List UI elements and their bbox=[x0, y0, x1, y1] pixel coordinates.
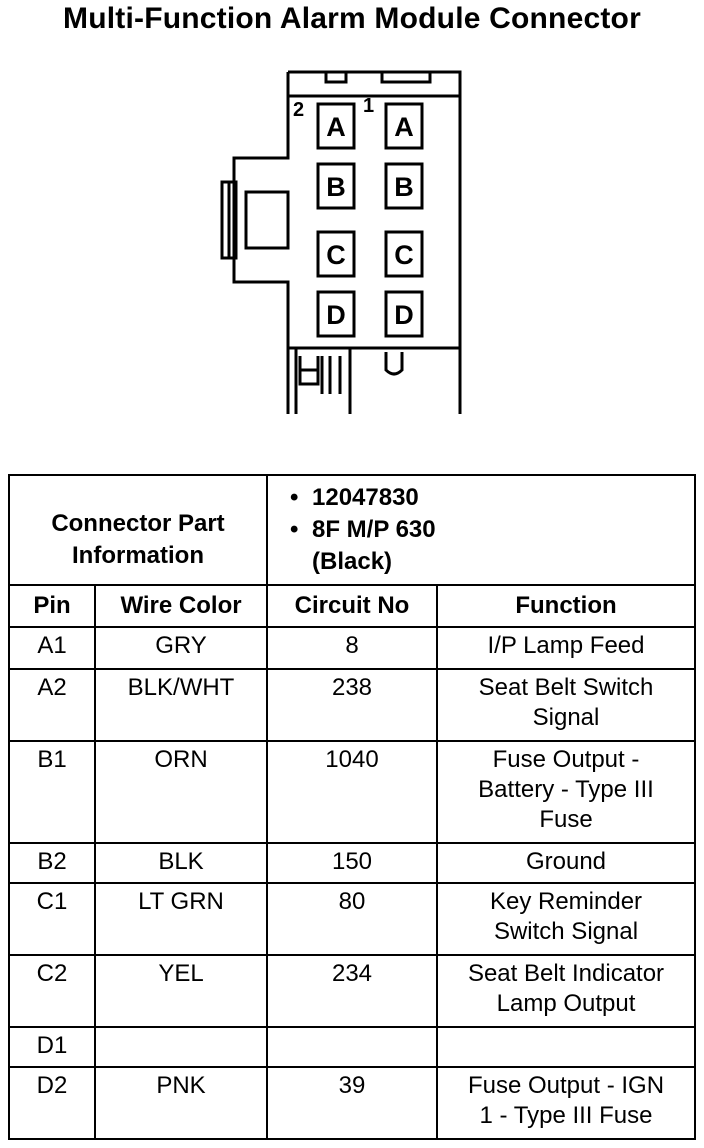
pin-cell: B1 bbox=[8, 740, 96, 844]
bullet-icon: • bbox=[290, 516, 299, 543]
pin-cell: D2 bbox=[8, 1066, 96, 1140]
wire-color-cell: BLK/WHT bbox=[94, 668, 268, 742]
pin-cavity-b2 bbox=[316, 162, 356, 210]
column-label-2: 2 bbox=[293, 99, 304, 121]
connector-housing bbox=[232, 94, 462, 350]
part-number: • 12047830 bbox=[290, 482, 694, 514]
circuit-cell: 39 bbox=[266, 1066, 438, 1140]
pin-label-a2: A bbox=[326, 112, 346, 142]
circuit-cell: 80 bbox=[266, 882, 438, 956]
function-cell: Fuse Output - Battery - Type III Fuse bbox=[436, 740, 696, 844]
header-pin: Pin bbox=[8, 584, 96, 628]
pin-cell: C2 bbox=[8, 954, 96, 1028]
part-info-row: Connector Part Information • 12047830 • … bbox=[8, 474, 696, 586]
pin-cell: A2 bbox=[8, 668, 96, 742]
pin-label-b1: B bbox=[394, 172, 414, 202]
pin-label-d1: D bbox=[394, 300, 414, 330]
pin-label-c1: C bbox=[394, 240, 414, 270]
circuit-cell bbox=[266, 1026, 438, 1068]
circuit-cell: 150 bbox=[266, 842, 438, 884]
wire-color-cell: BLK bbox=[94, 842, 268, 884]
connector-bottom-tab-mid bbox=[320, 356, 342, 394]
table-row: B1 ORN 1040 Fuse Output - Battery - Type… bbox=[8, 740, 696, 844]
column-label-1: 1 bbox=[363, 95, 374, 117]
pin-cavity-b1 bbox=[384, 162, 424, 210]
part-family: • 8F M/P 630 (Black) bbox=[290, 514, 694, 578]
pin-label-a1: A bbox=[394, 112, 414, 142]
table-row: B2 BLK 150 Ground bbox=[8, 842, 696, 884]
connector-top-lip bbox=[286, 70, 462, 96]
function-cell bbox=[436, 1026, 696, 1068]
table-row: D1 bbox=[8, 1026, 696, 1068]
table-row: C2 YEL 234 Seat Belt Indicator Lamp Outp… bbox=[8, 954, 696, 1028]
function-cell: Seat Belt Switch Signal bbox=[436, 668, 696, 742]
diagram-title: Multi-Function Alarm Module Connector bbox=[63, 2, 641, 35]
table-row: A1 GRY 8 I/P Lamp Feed bbox=[8, 626, 696, 670]
pin-cell: B2 bbox=[8, 842, 96, 884]
part-info-label-text: Connector Part Information bbox=[51, 510, 225, 569]
pin-cavity-c1 bbox=[384, 230, 424, 278]
header-function: Function bbox=[436, 584, 696, 628]
pin-cell: D1 bbox=[8, 1026, 96, 1068]
header-wire-color: Wire Color bbox=[94, 584, 268, 628]
pin-cavity-d2 bbox=[316, 290, 356, 338]
table-header-row: Pin Wire Color Circuit No Function bbox=[8, 584, 696, 628]
part-color: (Black) bbox=[312, 548, 393, 575]
part-info-label: Connector Part Information bbox=[8, 474, 268, 586]
table-row: A2 BLK/WHT 238 Seat Belt Switch Signal bbox=[8, 668, 696, 742]
function-cell: Fuse Output - IGN 1 - Type III Fuse bbox=[436, 1066, 696, 1140]
pin-cell: C1 bbox=[8, 882, 96, 956]
wire-color-cell: ORN bbox=[94, 740, 268, 844]
wire-color-cell: YEL bbox=[94, 954, 268, 1028]
part-info-values: • 12047830 • 8F M/P 630 (Black) bbox=[266, 474, 696, 586]
circuit-cell: 8 bbox=[266, 626, 438, 670]
connector-pin-table: Connector Part Information • 12047830 • … bbox=[8, 474, 696, 1140]
wire-color-cell: GRY bbox=[94, 626, 268, 670]
pin-label-d2: D bbox=[326, 300, 346, 330]
circuit-cell: 1040 bbox=[266, 740, 438, 844]
circuit-cell: 238 bbox=[266, 668, 438, 742]
circuit-cell: 234 bbox=[266, 954, 438, 1028]
wire-color-cell: PNK bbox=[94, 1066, 268, 1140]
pin-label-c2: C bbox=[326, 240, 346, 270]
pin-cavity-d1 bbox=[384, 290, 424, 338]
pin-cavity-a1 bbox=[384, 102, 424, 150]
connector-bottom-tab-left bbox=[298, 356, 320, 386]
connector-latch-window bbox=[244, 190, 290, 250]
connector-bottom-skirt bbox=[286, 348, 462, 414]
connector-bottom-tab-right bbox=[384, 352, 404, 376]
wire-color-cell: LT GRN bbox=[94, 882, 268, 956]
connector-diagram: 2 1 A A B B C C D D bbox=[220, 70, 462, 414]
header-circuit-no: Circuit No bbox=[266, 584, 438, 628]
table-row: D2 PNK 39 Fuse Output - IGN 1 - Type III… bbox=[8, 1066, 696, 1140]
function-cell: Seat Belt Indicator Lamp Output bbox=[436, 954, 696, 1028]
pin-label-b2: B bbox=[326, 172, 346, 202]
table-row: C1 LT GRN 80 Key Reminder Switch Signal bbox=[8, 882, 696, 956]
pin-cavity-c2 bbox=[316, 230, 356, 278]
pin-cell: A1 bbox=[8, 626, 96, 670]
wire-color-cell bbox=[94, 1026, 268, 1068]
function-cell: Ground bbox=[436, 842, 696, 884]
function-cell: I/P Lamp Feed bbox=[436, 626, 696, 670]
pin-cavity-a2 bbox=[316, 102, 356, 150]
function-cell: Key Reminder Switch Signal bbox=[436, 882, 696, 956]
bullet-icon: • bbox=[290, 484, 299, 511]
